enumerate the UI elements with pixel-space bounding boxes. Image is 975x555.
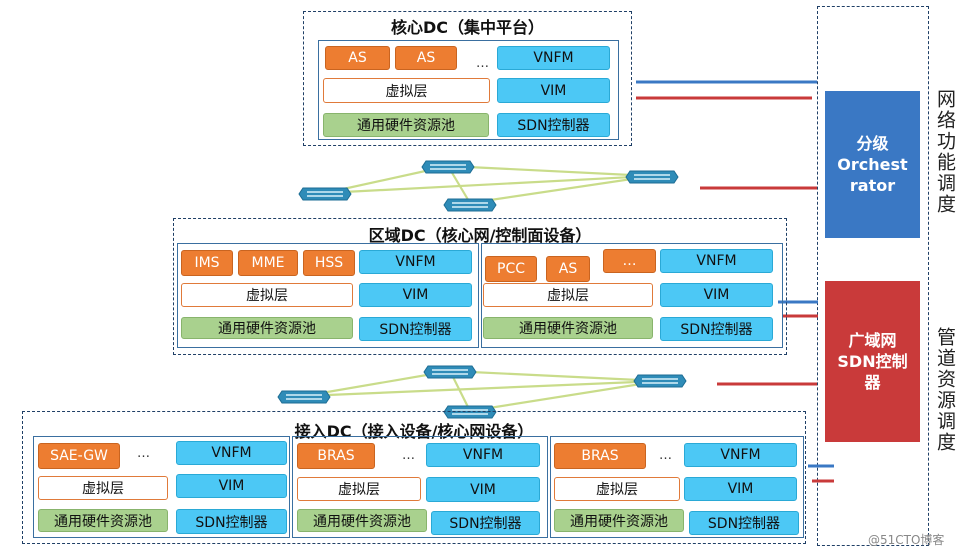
wan-sdn-controller-box: 广域网 SDN控制 器 — [825, 281, 920, 442]
switch-icon — [443, 198, 497, 212]
app-box: IMS — [181, 250, 233, 276]
vim-box: VIM — [660, 283, 773, 307]
hardware-pool-box: 通用硬件资源池 — [38, 509, 168, 532]
core-dc-frame — [303, 11, 632, 146]
app-box: BRAS — [554, 443, 646, 469]
vnfm-box: VNFM — [176, 441, 287, 465]
orchestrator-label-1: 分级 — [856, 134, 889, 153]
sdn-controller-box: SDN控制器 — [431, 511, 540, 535]
ellipsis: … — [659, 448, 672, 463]
switch-icon — [443, 405, 497, 419]
vnfm-box: VNFM — [359, 250, 472, 274]
wan-sdn-label-2: SDN控制 — [837, 352, 908, 371]
app-box: AS — [546, 256, 590, 282]
sdn-controller-box: SDN控制器 — [176, 509, 287, 534]
virtual-layer-box: 虚拟层 — [554, 477, 680, 501]
hardware-pool-box: 通用硬件资源池 — [181, 317, 353, 339]
switch-icon — [625, 170, 679, 184]
vnfm-box: VNFM — [497, 46, 610, 70]
sdn-controller-box: SDN控制器 — [689, 511, 799, 535]
access-dc-panel — [550, 436, 804, 538]
sdn-controller-box: SDN控制器 — [497, 113, 610, 137]
watermark: @51CTO博客 — [868, 533, 945, 547]
sdn-controller-box: SDN控制器 — [359, 317, 472, 341]
switch-icon — [633, 374, 687, 388]
app-box: BRAS — [297, 443, 375, 469]
app-box: AS — [325, 46, 390, 70]
hardware-pool-box: 通用硬件资源池 — [297, 509, 427, 532]
region-dc-panel-right — [481, 243, 783, 348]
ellipsis: … — [402, 448, 415, 463]
orchestrator-label-2: Orchest — [837, 155, 908, 174]
core-dc-title: 核心DC（集中平台） — [390, 18, 545, 37]
region-dc-title: 区域DC（核心网/控制面设备） — [368, 226, 592, 245]
app-box: PCC — [485, 256, 537, 282]
app-box: AS — [395, 46, 457, 70]
access-dc-panel — [33, 436, 290, 538]
switch-icon — [421, 160, 475, 174]
vnfm-box: VNFM — [660, 249, 773, 273]
switch-icon — [298, 187, 352, 201]
wan-sdn-label-3: 器 — [864, 373, 881, 392]
region-dc-panel-left — [177, 243, 479, 348]
virtual-layer-box: 虚拟层 — [297, 477, 421, 501]
orchestration-frame — [817, 6, 929, 546]
app-box: HSS — [303, 250, 355, 276]
switch-icon — [277, 390, 331, 404]
region-dc-frame — [173, 218, 787, 355]
pipe-resource-label: 管道资源调度 — [934, 327, 956, 453]
hardware-pool-box: 通用硬件资源池 — [483, 317, 653, 339]
app-box: SAE-GW — [38, 443, 120, 469]
sdn-controller-box: SDN控制器 — [660, 317, 773, 341]
orchestrator-box: 分级 Orchest rator — [825, 91, 920, 238]
hardware-pool-box: 通用硬件资源池 — [323, 113, 489, 137]
hardware-pool-box: 通用硬件资源池 — [554, 509, 684, 532]
vim-box: VIM — [497, 78, 610, 103]
access-dc-panel — [292, 436, 548, 538]
switch-icon — [423, 365, 477, 379]
virtual-layer-box: 虚拟层 — [38, 476, 168, 500]
ellipsis: … — [476, 56, 489, 71]
vnfm-box: VNFM — [684, 443, 797, 467]
virtual-layer-box: 虚拟层 — [181, 283, 353, 307]
core-dc-panel — [318, 40, 619, 140]
vim-box: VIM — [359, 283, 472, 307]
vim-box: VIM — [684, 477, 797, 501]
vim-box: VIM — [176, 474, 287, 498]
app-box: … — [603, 249, 656, 273]
network-function-label: 网络功能调度 — [934, 89, 956, 215]
access-dc-frame — [22, 411, 806, 544]
ellipsis: … — [137, 446, 150, 461]
app-box: MME — [238, 250, 298, 276]
wan-sdn-label-1: 广域网 — [848, 331, 897, 350]
vnfm-box: VNFM — [426, 443, 540, 467]
orchestrator-label-3: rator — [849, 176, 896, 195]
vim-box: VIM — [426, 477, 540, 502]
virtual-layer-box: 虚拟层 — [323, 78, 490, 103]
virtual-layer-box: 虚拟层 — [483, 283, 653, 307]
